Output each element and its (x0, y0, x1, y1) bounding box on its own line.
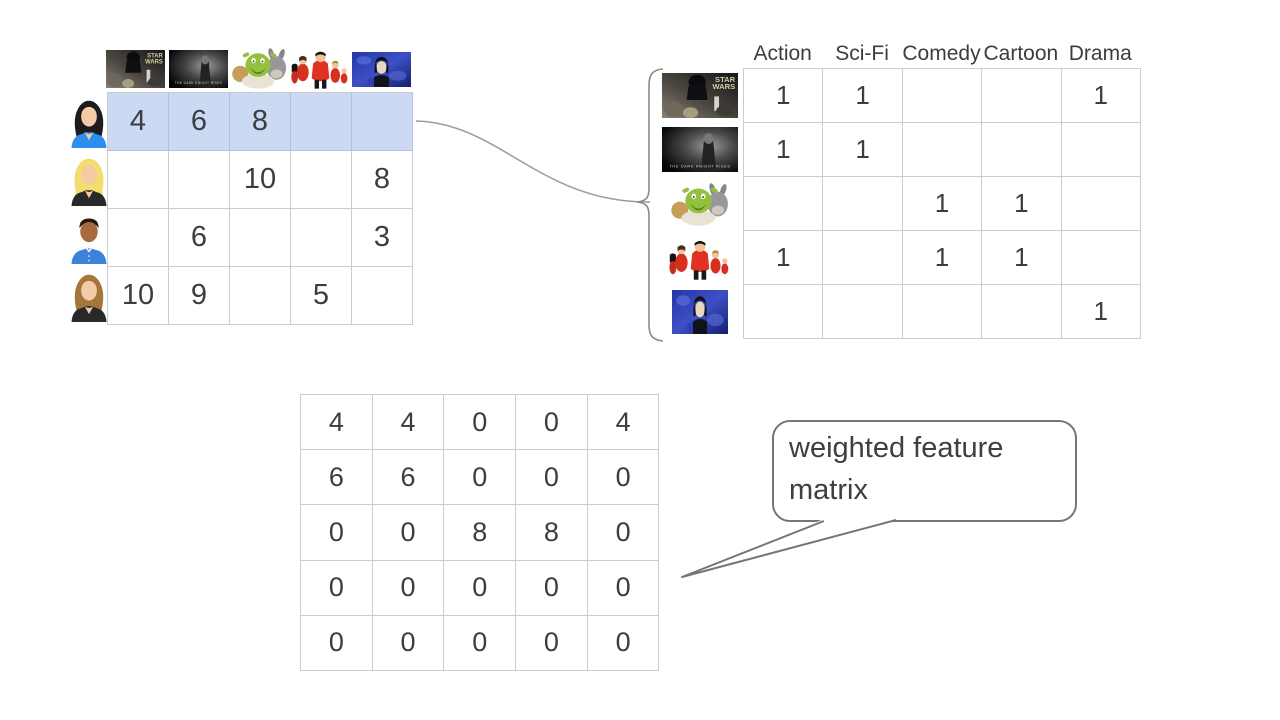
feature-cell (1061, 123, 1141, 177)
poster-dark-knight-rises-icon (661, 126, 739, 173)
rating-cell (108, 151, 169, 209)
feature-cell (823, 285, 903, 339)
feature-cell: 1 (823, 123, 903, 177)
callout-tail-outline (681, 519, 897, 578)
weighted-cell: 8 (444, 505, 517, 561)
weighted-cell: 0 (587, 450, 660, 506)
poster-star-wars-icon (661, 72, 739, 119)
feature-cell: 1 (823, 69, 903, 123)
rating-cell: 3 (352, 209, 413, 267)
feature-cell: 1 (982, 177, 1062, 231)
poster-shrek-icon (661, 180, 739, 227)
genre-header: Drama (1068, 42, 1132, 65)
weighted-cell: 0 (587, 560, 660, 616)
feature-cell (823, 231, 903, 285)
rating-cell: 6 (169, 209, 230, 267)
rating-cell: 10 (230, 151, 291, 209)
weighted-cell: 0 (301, 505, 373, 561)
poster-incredibles-icon (661, 234, 739, 281)
poster-dark-knight-rises-icon (169, 50, 228, 88)
feature-cell (982, 123, 1062, 177)
weighted-cell: 0 (301, 560, 373, 616)
feature-cell (902, 69, 983, 123)
callout-tail-fill (682, 519, 896, 577)
weighted-cell: 4 (301, 395, 373, 451)
feature-cell (902, 123, 983, 177)
feature-cell: 1 (1061, 69, 1141, 123)
movie-feature-matrix: 1 1 1 1 1 1 1 1 1 1 1 (743, 68, 1141, 339)
matrix-bracket (636, 68, 664, 342)
weighted-cell: 6 (372, 450, 445, 506)
weighted-cell: 4 (587, 395, 660, 451)
connector-curve (415, 120, 651, 203)
rating-cell (169, 151, 230, 209)
rating-cell (230, 209, 291, 267)
feature-cell: 1 (1061, 285, 1141, 339)
feature-cell (823, 177, 903, 231)
rating-cell (291, 209, 352, 267)
feature-cell: 1 (982, 231, 1062, 285)
poster-drama-icon (352, 52, 411, 87)
weighted-cell: 0 (587, 615, 660, 671)
poster-drama-icon (661, 288, 739, 335)
avatar-woman-brown-hair-icon (68, 273, 110, 322)
weighted-cell: 0 (516, 395, 588, 451)
feature-cell (982, 285, 1062, 339)
weighted-cell: 0 (372, 560, 445, 616)
weighted-cell: 0 (444, 395, 517, 451)
rating-cell: 8 (352, 151, 413, 209)
feature-cell: 1 (902, 177, 983, 231)
weighted-cell: 0 (587, 505, 660, 561)
weighted-cell: 6 (301, 450, 373, 506)
rating-cell (352, 267, 413, 325)
poster-incredibles-icon (291, 47, 350, 89)
weighted-cell: 0 (516, 450, 588, 506)
genre-header: Sci-Fi (835, 42, 889, 65)
genre-header: Action (753, 42, 812, 65)
feature-cell: 1 (902, 231, 983, 285)
feature-cell (744, 285, 824, 339)
weighted-cell: 0 (444, 450, 517, 506)
weighted-cell: 0 (516, 615, 588, 671)
rating-cell: 9 (169, 267, 230, 325)
rating-cell (352, 93, 413, 151)
rating-cell: 8 (230, 93, 291, 151)
feature-cell: 1 (744, 123, 824, 177)
weighted-cell: 0 (444, 560, 517, 616)
rating-cell (291, 151, 352, 209)
rating-cell: 6 (169, 93, 230, 151)
genre-header: Cartoon (983, 42, 1059, 65)
rating-cell: 5 (291, 267, 352, 325)
rating-cell: 10 (108, 267, 169, 325)
genre-header: Comedy (902, 42, 981, 65)
weighted-cell: 0 (372, 615, 445, 671)
feature-cell (982, 69, 1062, 123)
avatar-man-icon (68, 215, 110, 264)
weighted-cell: 0 (372, 505, 445, 561)
feature-cell (1061, 177, 1141, 231)
genre-header-row: Action Sci-Fi Comedy Cartoon Drama (743, 42, 1140, 66)
feature-cell (902, 285, 983, 339)
feature-cell: 1 (744, 231, 824, 285)
feature-cell: 1 (744, 69, 824, 123)
callout-text: weighted feature matrix (789, 432, 1004, 506)
rating-cell (291, 93, 352, 151)
poster-star-wars-icon (106, 50, 165, 88)
rating-cell (108, 209, 169, 267)
rating-cell (230, 267, 291, 325)
rating-cell: 4 (108, 93, 169, 151)
feature-cell (1061, 231, 1141, 285)
weighted-cell: 0 (444, 615, 517, 671)
feature-cell (744, 177, 824, 231)
callout-bubble: weighted feature matrix (772, 420, 1077, 522)
user-ratings-matrix: 4 6 8 10 8 6 3 10 9 5 (107, 92, 413, 325)
weighted-cell: 0 (516, 560, 588, 616)
avatar-woman-dark-hair-icon (68, 99, 110, 148)
poster-shrek-icon (230, 47, 289, 89)
weighted-cell: 4 (372, 395, 445, 451)
avatar-woman-blonde-icon (68, 157, 110, 206)
weighted-cell: 0 (301, 615, 373, 671)
weighted-feature-matrix: 4 4 0 0 4 6 6 0 0 0 0 0 8 8 0 0 0 0 0 0 … (300, 394, 660, 671)
weighted-cell: 8 (516, 505, 588, 561)
